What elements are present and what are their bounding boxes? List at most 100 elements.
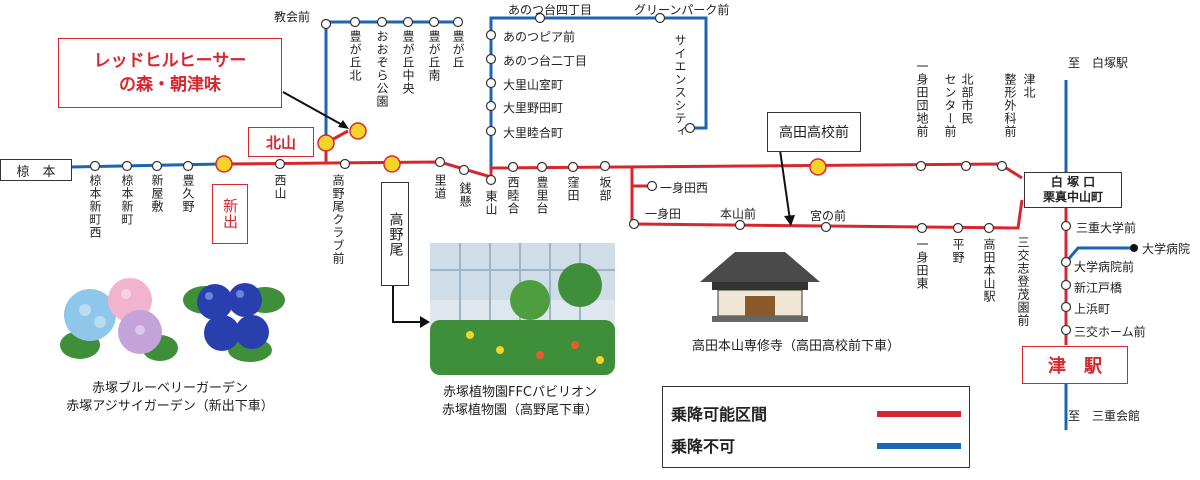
stop-dot [89,160,101,172]
stop-dot [182,160,194,172]
stop-dot [1060,324,1072,336]
stop-dot [599,160,611,172]
stop-dot [376,16,388,28]
stop-dot [536,161,548,173]
station-label: 平野 [951,238,965,264]
stop-dot [434,156,446,168]
stop-dot [402,16,414,28]
legend: 乗降可能区間 乗降不可 [662,386,970,468]
station-label: 一身田団地前 [915,60,929,138]
station-label: 椋本新町 [120,174,134,226]
station-label: 三交志登茂園前 [1016,236,1030,327]
kitayama-label: 北山 [265,133,296,152]
station-label: 宮の前 [810,209,847,223]
shirozuka-line1: 白 塚 口 [1050,175,1096,189]
stop-dot [628,218,640,230]
major-stops [215,122,827,176]
station-label: 豊里台 [535,176,549,215]
station-label: 豊が丘 [451,30,465,69]
legend-allowed-swatch [877,411,961,417]
station-label: 北部市民 [960,73,974,125]
station-label: 大学病院前 [1074,260,1135,274]
major-stop-takada [809,158,827,176]
major-stop-takanoo [383,155,401,173]
station-label: 三重大学前 [1076,221,1137,235]
stop-dot [428,16,440,28]
station-label: 高田本山駅 [982,238,996,303]
station-label: 三交ホーム前 [1074,325,1146,339]
legend-not-allowed-label: 乗降不可 [671,437,736,456]
station-label: あのつピア前 [503,30,576,44]
arrow-heads [338,120,795,328]
stop-dot [485,100,497,112]
blueberry-caption: 赤塚ブルーベリーガーデン 赤塚アジサイガーデン（新出下車） [50,380,290,416]
temple-caption: 高田本山専修寺（高田高校前下車） [691,339,900,354]
stop-dot [654,12,666,24]
major-stop-forest [349,122,367,140]
station-label: 大里睦合町 [503,126,564,140]
botanical-caption-line1: 赤塚植物園FFCパビリオン [442,385,598,400]
station-label: サイエンスシティ [673,34,687,138]
station-dots [89,12,1072,336]
takanoo-label: 高野尾 [387,211,404,257]
stop-dot [485,77,497,89]
station-label: 大里野田町 [503,101,564,115]
botanical-illustration [430,243,615,375]
tsu-station-label: 津 駅 [1048,356,1102,377]
station-label: 西睦合 [506,176,520,215]
stop-dot [349,16,361,28]
station-label: おおぞら公園 [375,30,389,108]
stop-dot [820,221,832,233]
stop-dot [915,160,927,172]
major-stop-shinde [215,155,233,173]
station-label: 一身田東 [915,238,929,290]
station-label: 一身田 [645,207,682,221]
station-label: 整形外科前 [1003,73,1017,138]
takanoo-box: 高野尾 [381,182,409,286]
blueberry-caption-line2: 赤塚アジサイガーデン（新出下車） [66,399,274,414]
station-label: 坂部 [598,176,612,202]
hydrangea-illustration [60,278,178,361]
major-stop-kitayama [317,134,335,152]
station-label: 豊が丘南 [427,30,441,82]
stop-dot [734,219,746,231]
station-label: 大里山室町 [503,78,564,92]
stop-dot [458,164,470,176]
stop-dot [485,53,497,65]
stop-dot [983,222,995,234]
legend-not-allowed-swatch [877,443,961,449]
to-mie-kaikan: 至 三重会館 [1068,409,1141,423]
station-label: 銭懸 [458,182,472,208]
stop-dot [485,125,497,137]
station-label: 新屋敷 [150,174,164,213]
station-label: 窪田 [566,176,580,202]
forest-line1: レッドヒルヒーサー [93,51,247,71]
station-label: 上浜町 [1074,302,1111,316]
stop-dot [916,222,928,234]
stop-dot [1060,256,1072,268]
stop-dot [1060,301,1072,313]
stop-dot [452,16,464,28]
tsu-station-box: 津 駅 [1022,346,1128,384]
stop-dot [1060,279,1072,291]
station-label: 本山前 [720,207,757,221]
shinde-label: 新出 [221,198,239,230]
station-label: 一身田西 [660,181,709,195]
stop-dot [339,158,351,170]
shirozuka-line2: 栗真中山町 [1042,190,1103,204]
station-label: 大学病院 [1142,242,1191,256]
station-label: 教会前 [274,10,311,24]
stop-dot [960,160,972,172]
legend-allowed-label: 乗降可能区間 [671,405,768,424]
station-label: 豊が丘北 [348,30,362,82]
stop-dot [485,174,497,186]
stop-dot [952,222,964,234]
station-label: 豊が丘中央 [401,30,415,95]
pointer-arrows [282,91,791,323]
station-label: センター前 [943,73,957,138]
origin-label: 椋 本 [16,164,56,180]
origin-stop-box: 椋 本 [0,159,72,181]
stop-dot [1060,220,1072,232]
to-shirozuka: 至 白塚駅 [1068,56,1129,70]
blue-daibyo [1064,246,1134,263]
